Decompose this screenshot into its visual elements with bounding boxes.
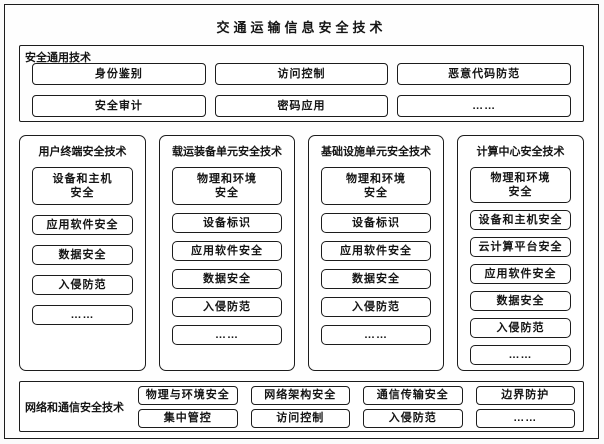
column-computing-center: 计算中心安全技术 物理和环境 安全 设备和主机安全 云计算平台安全 应用软件安全… bbox=[457, 135, 584, 371]
general-security-item: 安全审计 bbox=[32, 95, 206, 117]
network-security-item: 访问控制 bbox=[250, 408, 350, 428]
column-item: 应用软件安全 bbox=[172, 241, 282, 261]
column-item: 设备标识 bbox=[321, 213, 431, 233]
column-items: 物理和环境 安全 设备和主机安全 云计算平台安全 应用软件安全 数据安全 入侵防… bbox=[470, 167, 571, 365]
column-item-ellipsis: …… bbox=[32, 305, 133, 325]
column-item: 数据安全 bbox=[172, 269, 282, 289]
column-items: 物理和环境 安全 设备标识 应用软件安全 数据安全 入侵防范 …… bbox=[172, 167, 282, 345]
column-item: 设备和主机安全 bbox=[470, 210, 571, 230]
column-item-ellipsis: …… bbox=[172, 325, 282, 345]
column-vehicle-unit: 载运装备单元安全技术 物理和环境 安全 设备标识 应用软件安全 数据安全 入侵防… bbox=[159, 135, 295, 371]
column-header: 用户终端安全技术 bbox=[38, 146, 127, 158]
column-item: 应用软件安全 bbox=[321, 241, 431, 261]
column-item-ellipsis: …… bbox=[470, 345, 571, 365]
general-security-section: 安全通用技术 身份鉴别 访问控制 恶意代码防范 安全审计 密码应用 …… bbox=[19, 45, 584, 122]
column-item: 设备和主机 安全 bbox=[32, 167, 133, 205]
network-security-item: 集中管控 bbox=[138, 408, 238, 428]
general-security-label: 安全通用技术 bbox=[25, 52, 91, 64]
general-security-grid: 身份鉴别 访问控制 恶意代码防范 安全审计 密码应用 …… bbox=[32, 63, 571, 117]
column-item: 设备标识 bbox=[172, 213, 282, 233]
general-security-item: 恶意代码防范 bbox=[397, 63, 571, 85]
diagram-title: 交通运输信息安全技术 bbox=[216, 20, 387, 35]
network-security-item: 入侵防范 bbox=[363, 408, 463, 428]
general-security-item: 密码应用 bbox=[214, 95, 389, 117]
column-header: 基础设施单元安全技术 bbox=[321, 146, 431, 158]
column-item: 入侵防范 bbox=[321, 297, 431, 317]
column-infrastructure-unit: 基础设施单元安全技术 物理和环境 安全 设备标识 应用软件安全 数据安全 入侵防… bbox=[308, 135, 444, 371]
column-item: 数据安全 bbox=[470, 291, 571, 311]
column-header: 计算中心安全技术 bbox=[476, 146, 565, 158]
column-item-ellipsis: …… bbox=[321, 325, 431, 345]
column-user-terminal: 用户终端安全技术 设备和主机 安全 应用软件安全 数据安全 入侵防范 …… bbox=[19, 135, 146, 371]
network-security-item-ellipsis: …… bbox=[475, 408, 575, 428]
column-item: 数据安全 bbox=[32, 245, 133, 265]
network-security-item: 边界防护 bbox=[475, 385, 575, 405]
column-item: 入侵防范 bbox=[172, 297, 282, 317]
column-item: 入侵防范 bbox=[32, 275, 133, 295]
column-item: 入侵防范 bbox=[470, 318, 571, 338]
diagram-frame: 交通运输信息安全技术 安全通用技术 身份鉴别 访问控制 恶意代码防范 安全审计 … bbox=[4, 4, 599, 439]
column-item: 物理和环境 安全 bbox=[321, 167, 431, 205]
column-item: 物理和环境 安全 bbox=[470, 167, 571, 203]
column-items: 物理和环境 安全 设备标识 应用软件安全 数据安全 入侵防范 …… bbox=[321, 167, 431, 345]
general-security-item: 身份鉴别 bbox=[32, 63, 206, 85]
general-security-item: 访问控制 bbox=[214, 63, 389, 85]
network-security-item: 通信传输安全 bbox=[363, 385, 463, 405]
general-security-item-ellipsis: …… bbox=[397, 95, 571, 117]
column-item: 数据安全 bbox=[321, 269, 431, 289]
column-item: 云计算平台安全 bbox=[470, 237, 571, 257]
network-security-grid: 物理与环境安全 网络架构安全 通信传输安全 边界防护 集中管控 访问控制 入侵防… bbox=[138, 385, 575, 428]
column-item: 应用软件安全 bbox=[470, 264, 571, 284]
column-item: 物理和环境 安全 bbox=[172, 167, 282, 205]
network-security-label: 网络和通信安全技术 bbox=[25, 401, 124, 414]
security-columns: 用户终端安全技术 设备和主机 安全 应用软件安全 数据安全 入侵防范 …… 载运… bbox=[19, 135, 584, 371]
network-security-item: 物理与环境安全 bbox=[138, 385, 238, 405]
column-item: 应用软件安全 bbox=[32, 215, 133, 235]
column-items: 设备和主机 安全 应用软件安全 数据安全 入侵防范 …… bbox=[32, 167, 133, 325]
network-security-section: 网络和通信安全技术 物理与环境安全 网络架构安全 通信传输安全 边界防护 集中管… bbox=[19, 381, 584, 432]
network-security-item: 网络架构安全 bbox=[250, 385, 350, 405]
column-header: 载运装备单元安全技术 bbox=[172, 146, 282, 158]
